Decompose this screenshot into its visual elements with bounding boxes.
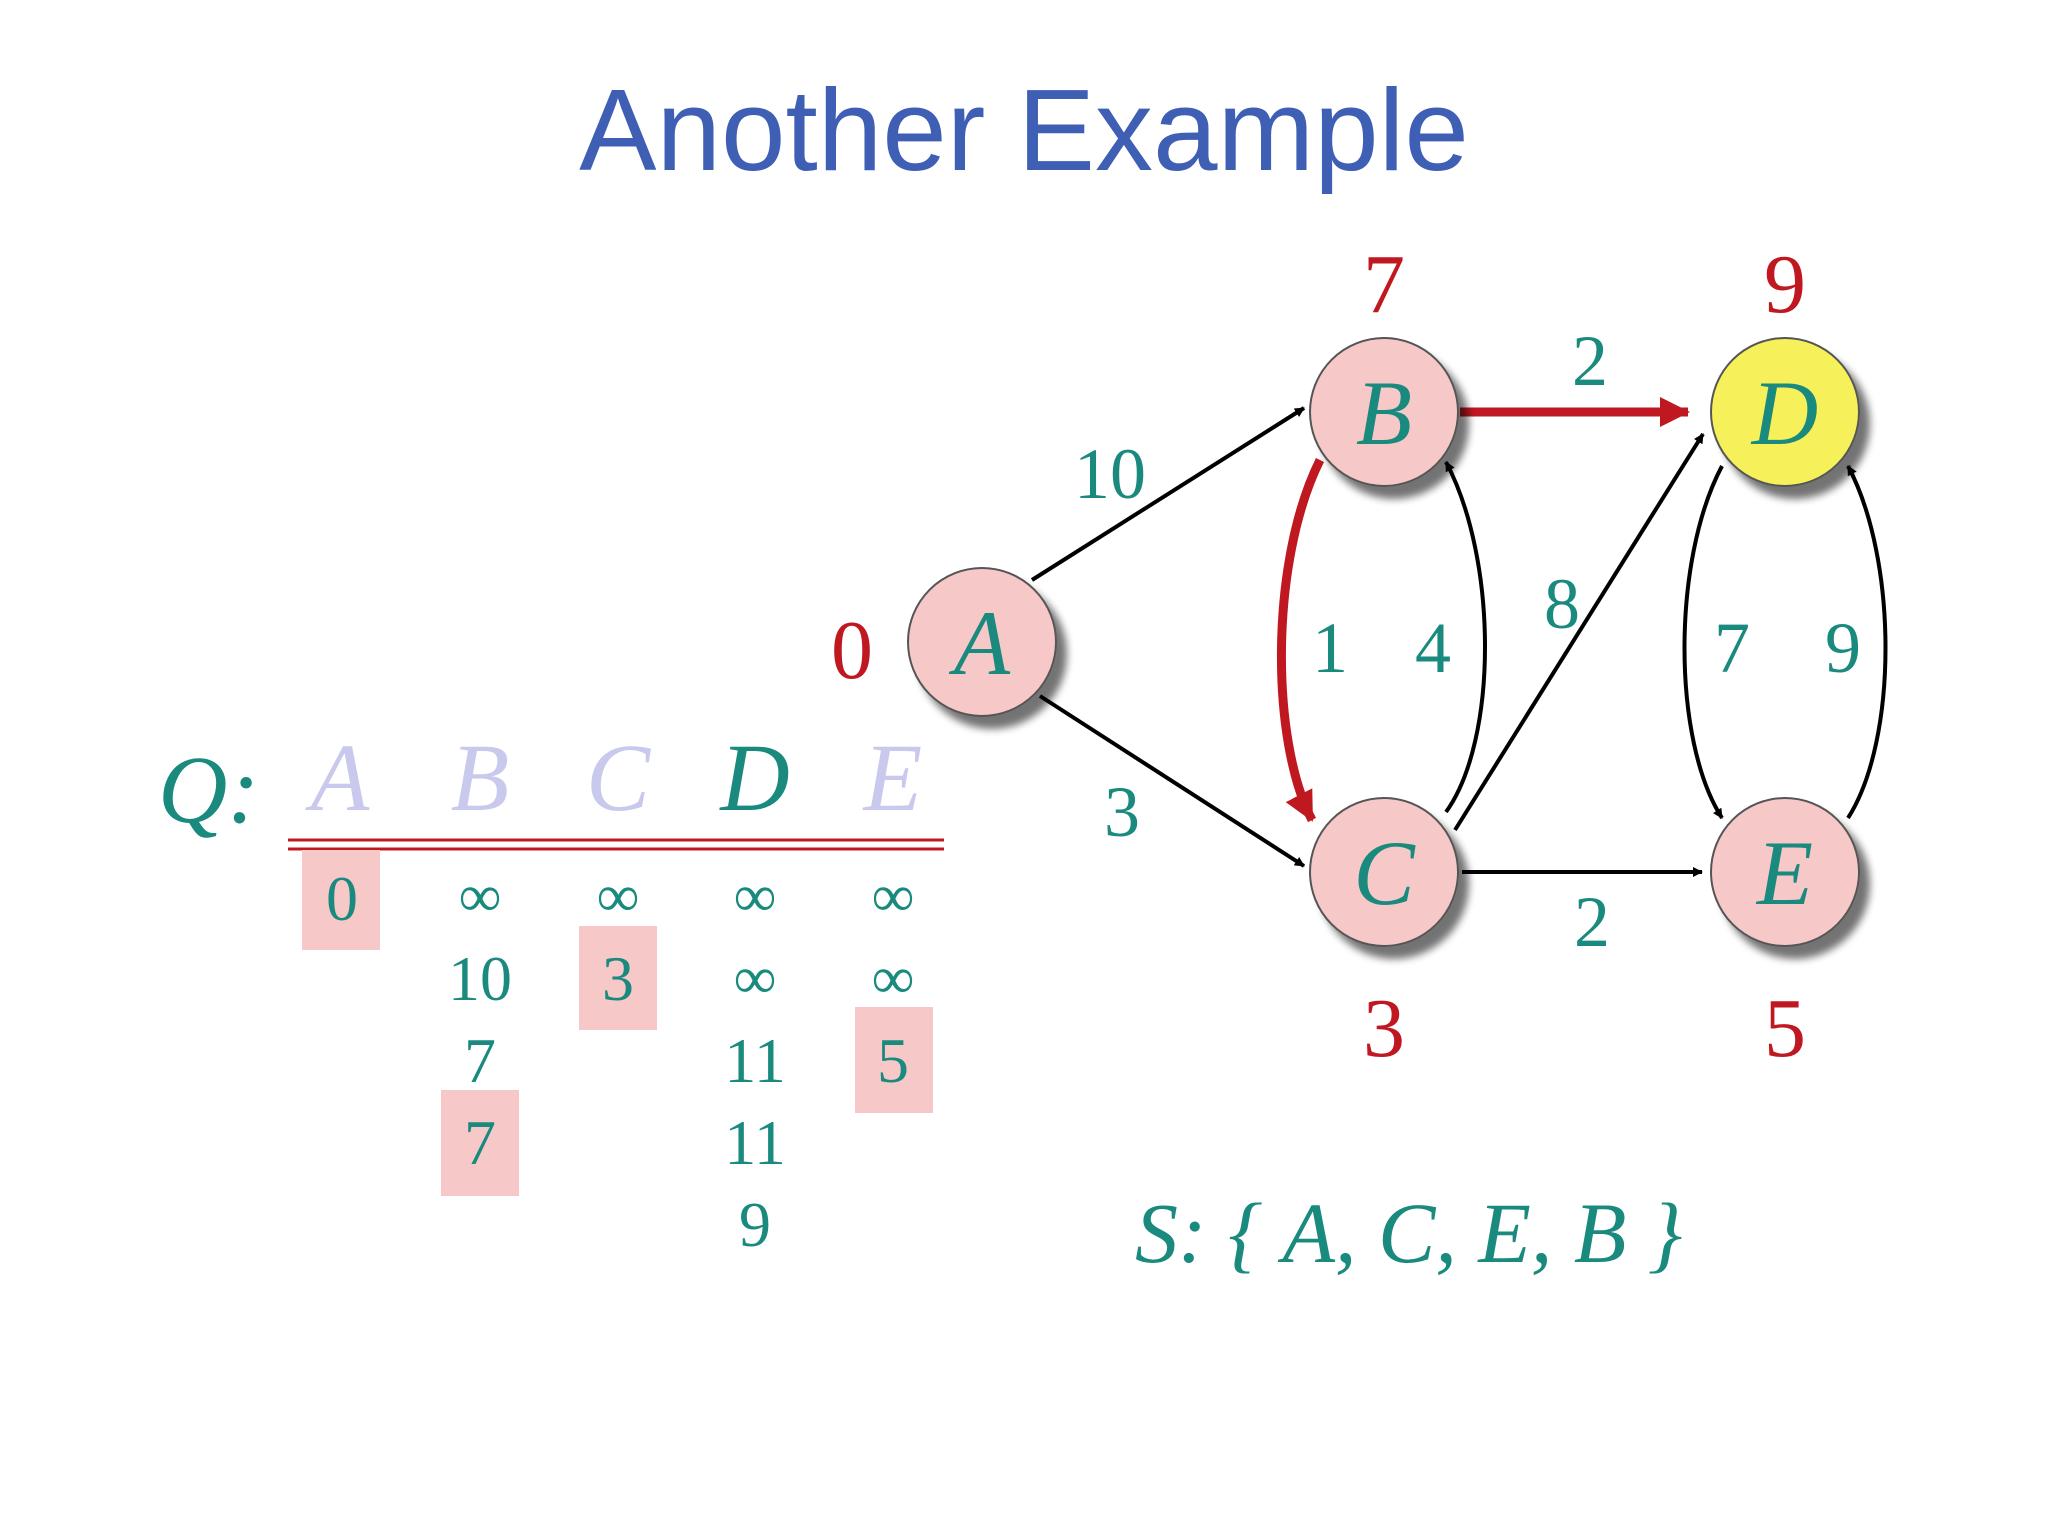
queue-cell-d-0: ∞ <box>734 863 777 929</box>
edge-weight-c-e: 2 <box>1574 882 1610 962</box>
queue-header-e: E <box>862 724 923 831</box>
node-a-label: A <box>948 592 1011 694</box>
node-e-label: E <box>1755 822 1813 924</box>
edge-weight-d-e: 7 <box>1714 608 1750 688</box>
priority-queue-table: Q: A B C D E 0 ∞ 10 7 7 ∞ 3 ∞ ∞ 11 11 9 … <box>158 724 944 1260</box>
queue-cell-d-3: 11 <box>724 1107 786 1178</box>
edge-weight-a-b: 10 <box>1074 434 1146 514</box>
queue-header-b: B <box>451 724 510 831</box>
node-c: C <box>1309 797 1459 947</box>
edge-c-b <box>1444 461 1487 814</box>
queue-cell-e-0: ∞ <box>872 863 915 929</box>
graph-nodes: A B C D E <box>907 337 1860 947</box>
queue-highlight-c <box>579 926 657 1030</box>
edge-c-d <box>1453 432 1705 832</box>
distance-a: 0 <box>831 604 873 697</box>
distance-d: 9 <box>1764 238 1806 331</box>
edge-weight-b-c: 1 <box>1312 608 1348 688</box>
edge-weight-c-d: 8 <box>1544 564 1580 644</box>
node-b-label: B <box>1356 362 1412 464</box>
queue-cell-c-1: 3 <box>602 943 634 1014</box>
distance-b: 7 <box>1363 238 1405 331</box>
graph-edges <box>1030 397 1888 877</box>
edge-weights: 10 3 1 4 2 8 2 7 9 <box>1074 321 1861 962</box>
edge-weight-b-d: 2 <box>1572 321 1608 401</box>
edge-weight-c-b: 4 <box>1415 608 1451 688</box>
node-c-label: C <box>1353 822 1416 924</box>
queue-highlight-a <box>302 850 380 950</box>
distance-e: 5 <box>1764 982 1806 1075</box>
queue-cell-e-2: 5 <box>877 1025 909 1096</box>
queue-cell-b-1: 10 <box>448 943 512 1014</box>
node-d-label: D <box>1750 362 1818 464</box>
queue-highlight-e <box>855 1007 933 1113</box>
queue-cell-a-0: 0 <box>326 863 358 934</box>
queue-cell-d-4: 9 <box>739 1189 771 1260</box>
settled-set: S: { A, C, E, B } <box>1135 1185 1682 1281</box>
edge-e-d <box>1846 465 1888 820</box>
node-d: D <box>1710 337 1860 487</box>
slide-title: Another Example <box>579 65 1469 195</box>
queue-cell-d-2: 11 <box>724 1025 786 1096</box>
edge-b-c <box>1277 457 1325 823</box>
queue-cell-d-1: ∞ <box>734 945 777 1011</box>
node-b: B <box>1309 337 1459 487</box>
queue-label: Q: <box>158 736 259 843</box>
queue-header-d: D <box>718 724 789 831</box>
queue-cell-b-0: ∞ <box>459 863 502 929</box>
queue-cell-e-1: ∞ <box>872 945 915 1011</box>
edge-weight-a-c: 3 <box>1104 772 1140 852</box>
distance-labels: 0 7 3 9 5 <box>831 238 1806 1075</box>
queue-header-c: C <box>586 724 651 831</box>
edge-a-c <box>1038 694 1306 868</box>
edge-weight-e-d: 9 <box>1825 608 1861 688</box>
queue-cell-b-2: 7 <box>464 1025 496 1096</box>
queue-cell-b-3: 7 <box>464 1107 496 1178</box>
queue-header-a: A <box>305 724 370 831</box>
edge-d-e <box>1682 465 1724 820</box>
node-e: E <box>1710 797 1860 947</box>
queue-highlight-b <box>441 1090 519 1196</box>
distance-c: 3 <box>1363 982 1405 1075</box>
node-a: A <box>907 567 1057 717</box>
queue-cell-c-0: ∞ <box>597 863 640 929</box>
edge-a-b <box>1030 406 1306 582</box>
